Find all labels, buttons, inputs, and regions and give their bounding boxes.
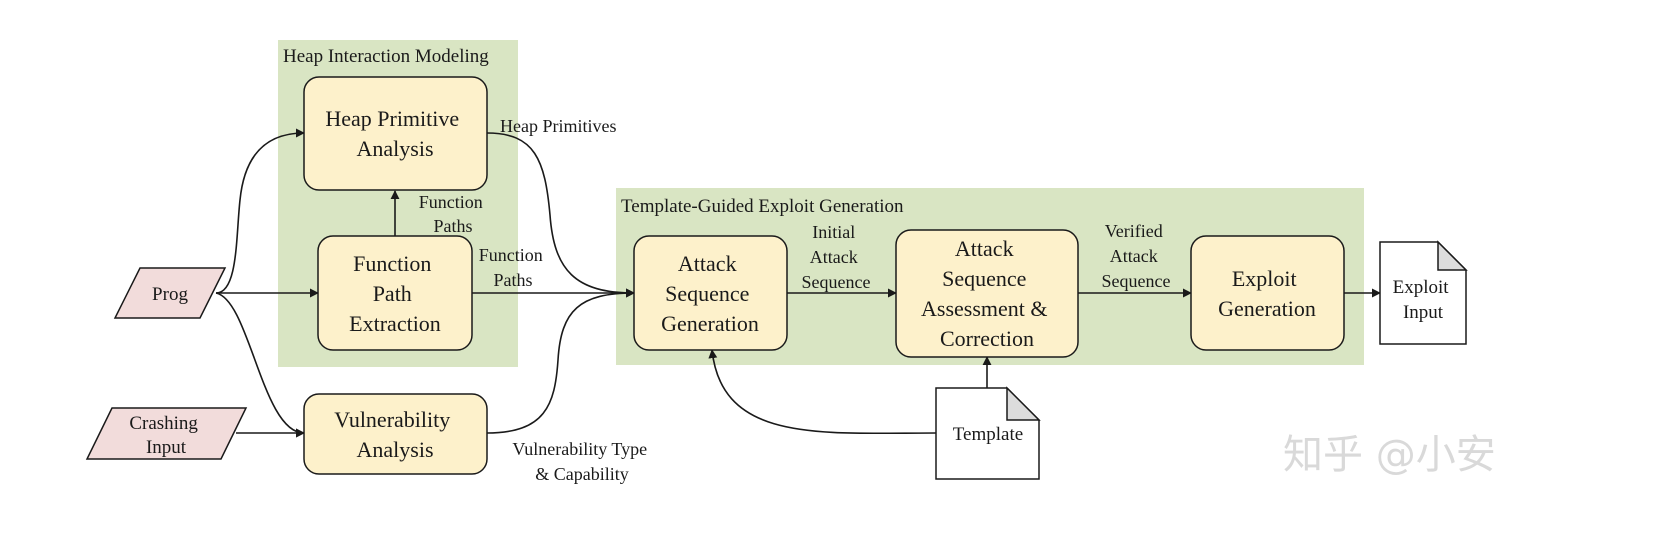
edge-template-to-attack-gen: [708, 349, 937, 435]
attack-assessment-correction-box: Attack Sequence Assessment & Correction: [895, 229, 1079, 358]
exploit-generation-box: Exploit Generation: [1190, 235, 1345, 351]
template-label: Template: [953, 424, 1023, 445]
function-path-extraction-label: Function Path Extraction: [349, 251, 441, 336]
edge-label-line: Function: [419, 192, 483, 212]
template-document: Template: [935, 386, 1041, 480]
exploit-input-fold: [1437, 240, 1468, 271]
edge-heap-primitive-to-attack-gen: [486, 132, 635, 298]
attack-sequence-generation-label: Attack Sequence Generation: [661, 251, 759, 336]
crashing-input-line: Crashing: [129, 413, 198, 434]
exploit-generation-label: Exploit Generation: [1218, 266, 1316, 321]
prog-label: Prog: [152, 284, 188, 305]
vulnerability-type-capability-label: Vulnerability Type & Capability: [512, 439, 651, 484]
box-line: Exploit: [1232, 266, 1297, 291]
box-line: Function: [353, 251, 431, 276]
attack-assessment-correction-shape: [895, 229, 1079, 358]
box-line: Heap Primitive: [325, 106, 459, 131]
box-line: Analysis: [357, 437, 434, 462]
box-line: Sequence: [942, 266, 1026, 291]
function-path-extraction-box: Function Path Extraction: [317, 235, 473, 351]
crashing-input-shape: [85, 407, 248, 460]
heap-primitives-label: Heap Primitives: [500, 116, 616, 136]
heap-interaction-title: Heap Interaction Modeling: [283, 46, 489, 67]
edge-prog-to-heap-primitive: [215, 128, 305, 294]
verified-attack-sequence-label: Verified Attack Sequence: [1102, 221, 1171, 291]
box-line: Correction: [940, 326, 1034, 351]
crashing-input-line: Input: [146, 437, 187, 458]
crashing-input: Crashing Input: [85, 407, 248, 460]
exploit-input-label: Exploit Input: [1393, 277, 1454, 323]
edge-label-line: Initial: [812, 222, 855, 242]
vulnerability-analysis-shape: [303, 393, 488, 475]
box-line: Generation: [1218, 296, 1316, 321]
vulnerability-analysis-box: Vulnerability Analysis: [303, 393, 488, 475]
exploit-generation-shape: [1190, 235, 1345, 351]
function-path-extraction-shape: [317, 235, 473, 351]
attack-assessment-correction-label: Attack Sequence Assessment & Correction: [921, 236, 1053, 351]
box-line: Sequence: [665, 281, 749, 306]
function-paths-up-label: Function Paths: [419, 192, 488, 236]
box-line: Attack: [955, 236, 1014, 261]
edge-labels: Heap Primitives Function Paths Function …: [419, 116, 1171, 484]
edge-label-line: Verified: [1105, 221, 1163, 241]
box-line: Attack: [678, 251, 737, 276]
edge-label-line: Sequence: [802, 272, 871, 292]
edge-label-line: & Capability: [535, 464, 629, 484]
attack-sequence-generation-shape: [633, 235, 788, 351]
edge-label-line: Paths: [493, 270, 532, 290]
doc-line: Exploit: [1393, 277, 1450, 298]
exploit-input-document: Exploit Input: [1379, 240, 1468, 345]
function-paths-right-label: Function Paths: [479, 245, 548, 290]
edge-label-line: Sequence: [1102, 271, 1171, 291]
box-line: Path: [373, 281, 412, 306]
box-line: Vulnerability: [334, 407, 450, 432]
box-line: Analysis: [357, 136, 434, 161]
box-line: Generation: [661, 311, 759, 336]
edge-vulnerability-to-attack-gen: [486, 288, 635, 434]
edge-label-line: Attack: [810, 247, 858, 267]
initial-attack-sequence-label: Initial Attack Sequence: [802, 222, 871, 292]
doc-line: Input: [1403, 302, 1444, 323]
heap-primitive-analysis-label: Heap Primitive Analysis: [325, 106, 464, 161]
edge-label-line: Vulnerability Type: [512, 439, 647, 459]
attack-sequence-generation-box: Attack Sequence Generation: [633, 235, 788, 351]
edge-label-line: Attack: [1110, 246, 1158, 266]
prog-input: Prog: [113, 267, 227, 319]
box-line: Extraction: [349, 311, 441, 336]
edge-label-line: Paths: [433, 216, 472, 236]
heap-primitive-analysis-box: Heap Primitive Analysis: [303, 76, 488, 191]
vulnerability-analysis-label: Vulnerability Analysis: [334, 407, 455, 462]
prog-shape: [113, 267, 227, 319]
heap-primitive-analysis-shape: [303, 76, 488, 191]
edge-prog-to-vulnerability: [215, 292, 305, 438]
template-fold: [1006, 386, 1041, 421]
crashing-input-label: Crashing Input: [129, 413, 202, 458]
box-line: Assessment &: [921, 296, 1048, 321]
watermark-text: 知乎 @小安: [1283, 432, 1496, 478]
edges: [215, 128, 1381, 438]
edge-label-line: Function: [479, 245, 543, 265]
template-guided-title: Template-Guided Exploit Generation: [621, 196, 904, 217]
